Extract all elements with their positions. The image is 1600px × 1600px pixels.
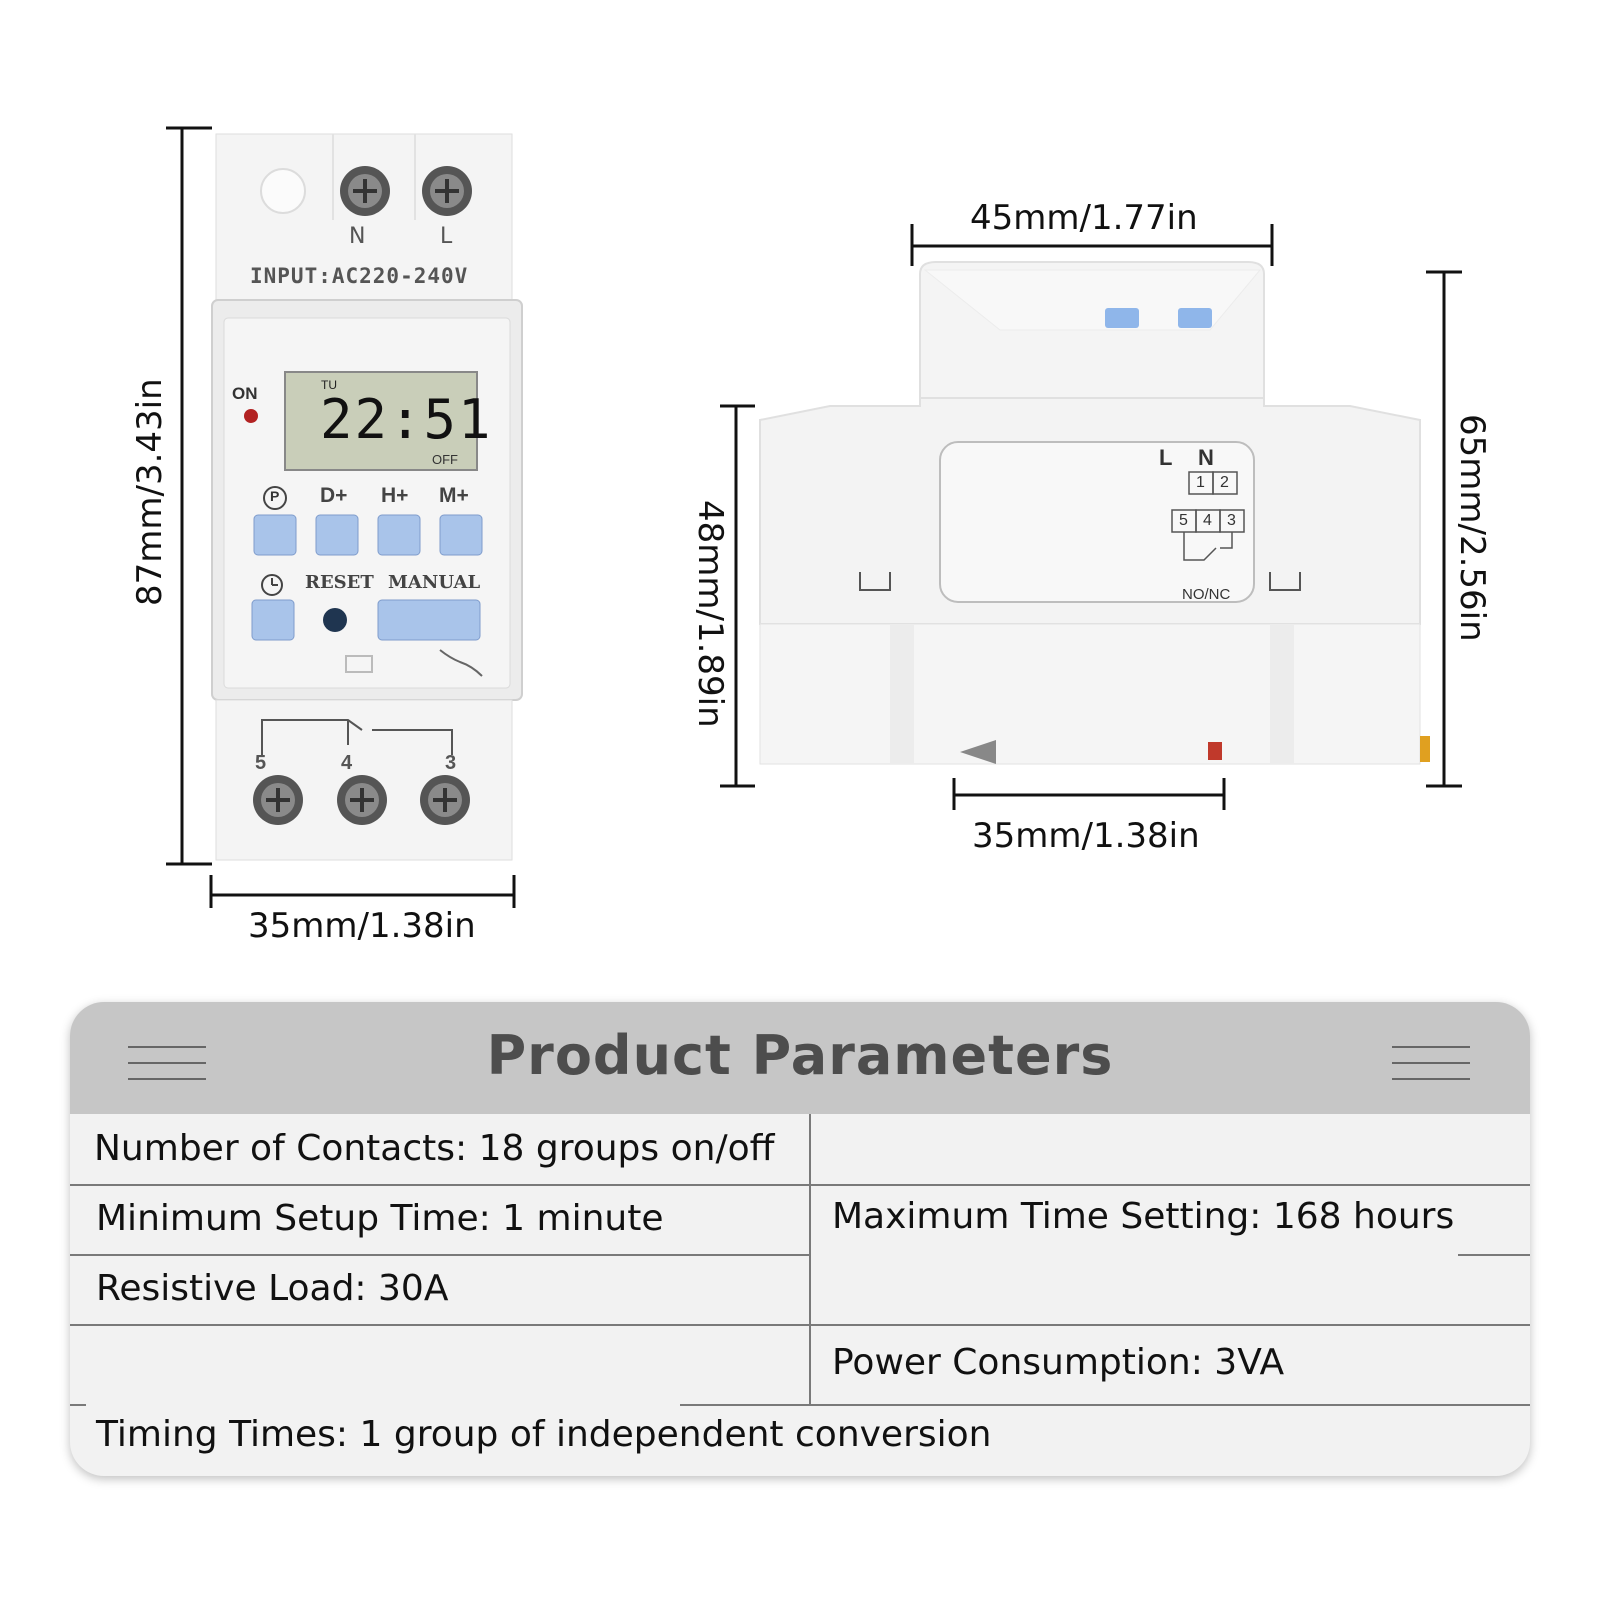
- p-circle-icon: [263, 486, 287, 510]
- side-clip-right: [1269, 572, 1301, 591]
- product-parameters-panel: Product Parameters Number of Contacts: 1…: [70, 1002, 1530, 1476]
- wiring-5-label: 5: [1179, 512, 1188, 529]
- screw-5-icon: [253, 775, 303, 825]
- wiring-3-label: 3: [1227, 512, 1236, 529]
- cover-latch: [345, 655, 373, 673]
- side-rail-section: [759, 623, 1421, 765]
- header-lines-icon-left: [128, 1046, 206, 1094]
- relay-symbol: [261, 719, 363, 755]
- rail-clip-left: [960, 740, 996, 764]
- wiring-n-label: N: [1198, 445, 1214, 470]
- wiring-l-label: L: [1159, 445, 1173, 470]
- param-timing: Timing Times: 1 group of independent con…: [96, 1414, 992, 1455]
- button-clock[interactable]: [251, 599, 295, 641]
- button-m-plus[interactable]: [439, 514, 483, 556]
- label-d-plus: D+: [320, 484, 348, 507]
- side-view-diagram: [720, 224, 1462, 810]
- wiring-2-label: 2: [1220, 474, 1229, 491]
- terminal-5-label: 5: [255, 752, 267, 774]
- wiring-switch-symbol: [1183, 532, 1217, 561]
- on-label: ON: [232, 384, 258, 403]
- rail-clip-red: [1208, 742, 1222, 760]
- screw-l-icon: [422, 166, 472, 216]
- param-max-time: Maximum Time Setting: 168 hours: [832, 1196, 1455, 1237]
- header-lines-icon-right: [1392, 1046, 1470, 1094]
- screw-4-icon: [337, 775, 387, 825]
- param-contacts: Number of Contacts: 18 groups on/off: [94, 1128, 775, 1169]
- top-hole: [260, 168, 306, 214]
- device-top-body: [215, 133, 513, 303]
- side-bottom-width-label: 35mm/1.38in: [972, 816, 1200, 856]
- terminal-l-label: L: [440, 224, 453, 249]
- param-power: Power Consumption: 3VA: [832, 1342, 1285, 1383]
- button-d-plus[interactable]: [315, 514, 359, 556]
- reset-label: RESET: [305, 572, 374, 593]
- wiring-label-plate: [939, 441, 1255, 603]
- label-p: P: [270, 488, 280, 504]
- lcd-state: OFF: [432, 452, 458, 467]
- terminal-3-label: 3: [445, 752, 457, 774]
- front-width-label: 35mm/1.38in: [248, 906, 476, 946]
- front-view-diagram: [166, 126, 523, 908]
- rail-clip-yellow: [1420, 736, 1430, 762]
- panel-header: Product Parameters: [70, 1002, 1530, 1114]
- side-blue-tab-right: [1178, 308, 1212, 328]
- lcd-screen: [284, 371, 478, 471]
- manual-label: MANUAL: [388, 572, 481, 593]
- side-clip-left: [859, 572, 891, 591]
- param-resistive-load: Resistive Load: 30A: [96, 1268, 449, 1309]
- led-indicator: [244, 409, 258, 423]
- wiring-4-label: 4: [1203, 512, 1212, 529]
- screw-n-icon: [340, 166, 390, 216]
- screw-3-icon: [420, 775, 470, 825]
- wiring-1-label: 1: [1196, 474, 1205, 491]
- lcd-time: 22:51: [320, 388, 493, 451]
- panel-title: Product Parameters: [486, 1024, 1114, 1087]
- side-blue-tab-left: [1105, 308, 1139, 328]
- side-top-width-label: 45mm/1.77in: [970, 198, 1198, 238]
- hand-icon: [439, 649, 483, 677]
- input-voltage-label: INPUT:AC220-240V: [250, 264, 469, 288]
- wiring-nonc-label: NO/NC: [1182, 586, 1231, 603]
- side-total-height-label: 65mm/2.56in: [1452, 414, 1492, 642]
- button-p[interactable]: [253, 514, 297, 556]
- button-manual[interactable]: [377, 599, 481, 641]
- label-m-plus: M+: [439, 484, 469, 507]
- terminal-4-label: 4: [341, 752, 353, 774]
- label-h-plus: H+: [381, 484, 409, 507]
- button-h-plus[interactable]: [377, 514, 421, 556]
- clock-icon: [261, 574, 283, 596]
- button-reset[interactable]: [323, 608, 347, 632]
- lcd-day: TU: [321, 378, 337, 392]
- side-inner-height-label: 48mm/1.89in: [690, 500, 730, 728]
- front-height-label: 87mm/3.43in: [130, 378, 170, 606]
- terminal-n-label: N: [349, 224, 366, 249]
- column-divider: [809, 1114, 811, 1406]
- param-min-setup: Minimum Setup Time: 1 minute: [96, 1198, 664, 1239]
